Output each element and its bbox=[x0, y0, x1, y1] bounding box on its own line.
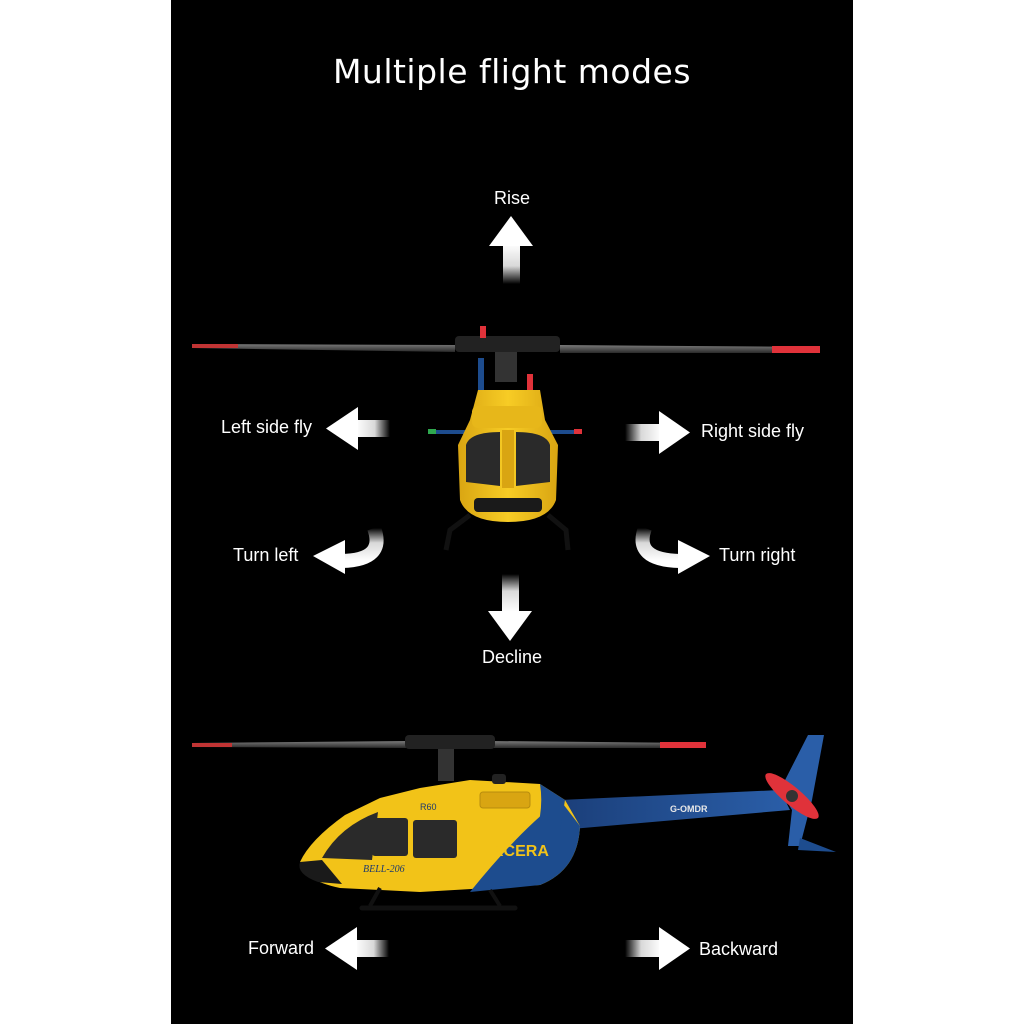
helicopter-side-view: RCERA BELL-206 R60 G-OMDR bbox=[192, 735, 836, 911]
model-code-text: R60 bbox=[420, 802, 437, 812]
page-title: Multiple flight modes bbox=[332, 52, 692, 91]
registration-text: G-OMDR bbox=[670, 804, 708, 814]
right-side-fly-arrow-icon bbox=[625, 411, 690, 454]
left-side-fly-arrow-icon bbox=[326, 407, 390, 450]
decline-arrow-icon bbox=[488, 574, 532, 641]
forward-label: Forward bbox=[248, 938, 315, 958]
decline-label: Decline bbox=[481, 647, 543, 667]
backward-arrow-icon bbox=[625, 927, 690, 970]
turn-left-label: Turn left bbox=[233, 545, 299, 565]
rise-arrow-icon bbox=[489, 216, 533, 284]
right-side-fly-label: Right side fly bbox=[701, 421, 805, 441]
backward-label: Backward bbox=[699, 939, 779, 959]
left-side-fly-label: Left side fly bbox=[221, 417, 313, 437]
turn-right-label: Turn right bbox=[719, 545, 796, 565]
brand-logo-text: RCERA bbox=[492, 843, 549, 860]
rise-label: Rise bbox=[493, 188, 530, 208]
forward-arrow-icon bbox=[325, 927, 389, 970]
model-badge-text: BELL-206 bbox=[363, 864, 405, 875]
turn-left-arrow-icon bbox=[313, 525, 384, 574]
turn-right-arrow-icon bbox=[635, 525, 710, 574]
helicopter-front-view bbox=[192, 326, 820, 551]
